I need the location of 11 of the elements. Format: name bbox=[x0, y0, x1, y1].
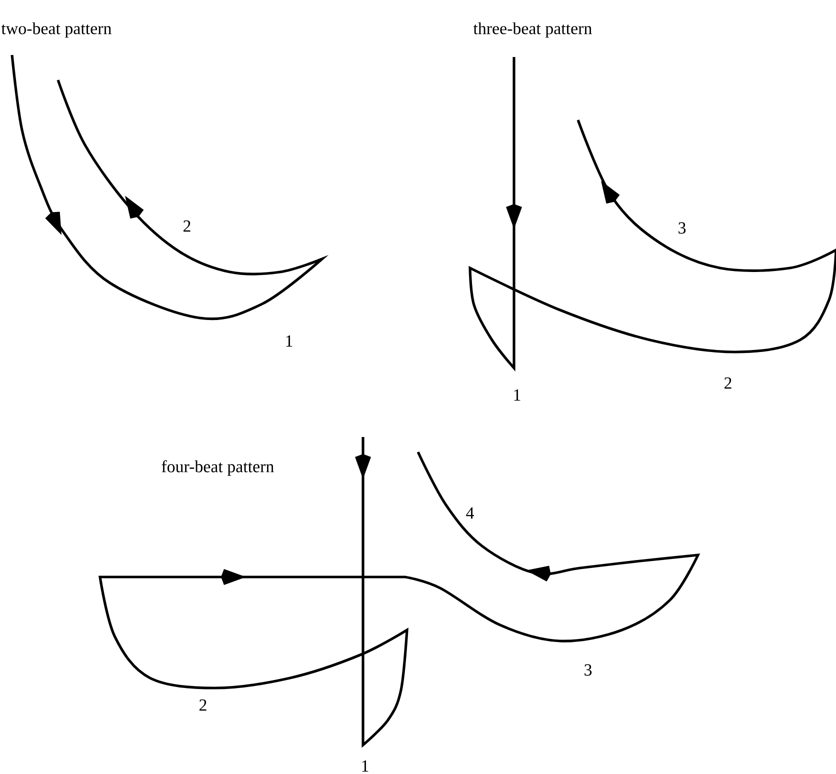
pattern-title: four-beat pattern bbox=[162, 460, 274, 476]
beat-number: 2 bbox=[200, 699, 206, 711]
beat-number: 3 bbox=[584, 664, 592, 676]
pattern-title: two-beat pattern bbox=[1, 22, 112, 38]
beat-number: 2 bbox=[724, 377, 732, 389]
beat-number: 3 bbox=[678, 222, 686, 234]
beat-number: 1 bbox=[362, 760, 368, 772]
beat-number: 1 bbox=[286, 335, 292, 347]
pattern-title: three-beat pattern bbox=[473, 22, 592, 38]
beat-number: 4 bbox=[466, 507, 474, 519]
beat-number: 1 bbox=[514, 389, 520, 401]
